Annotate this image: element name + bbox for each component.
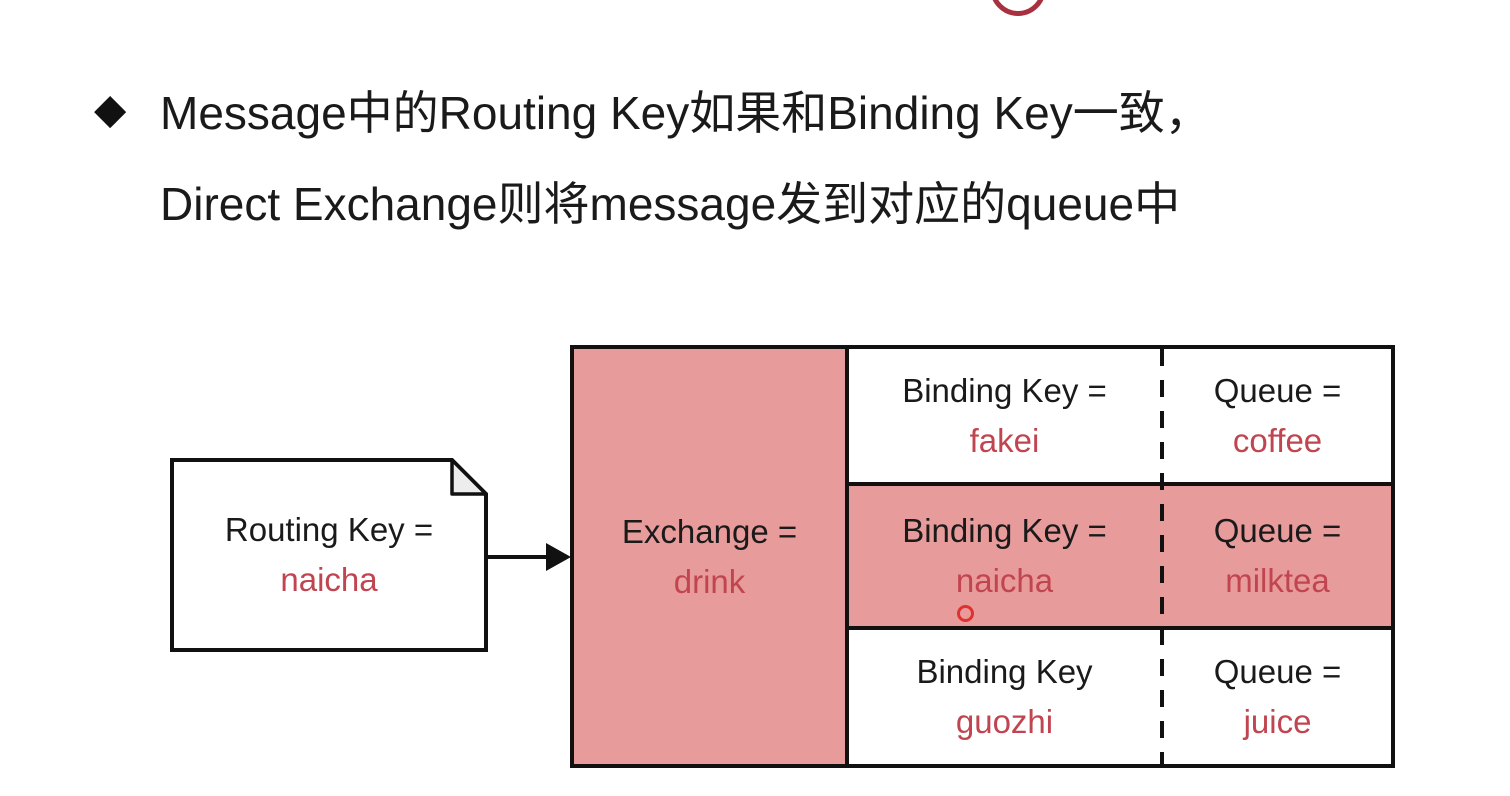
binding-label: Binding Key = xyxy=(902,371,1107,409)
binding-value: fakei xyxy=(969,421,1040,459)
queue-label: Queue = xyxy=(1213,653,1342,690)
binding-cell-row3: Binding Key guozhi xyxy=(849,630,1160,764)
queue-label: Queue = xyxy=(1213,512,1342,549)
binding-label: Binding Key = xyxy=(902,512,1107,549)
queue-value: milktea xyxy=(1225,562,1330,599)
heading-line-2: Direct Exchange则将message发到对应的queue中 xyxy=(160,178,1181,230)
red-pointer-dot xyxy=(957,605,974,622)
binding-cell-row1: Binding Key = fakei xyxy=(849,349,1160,482)
highlighted-row-background xyxy=(849,482,1391,630)
queue-value: juice xyxy=(1243,703,1312,740)
exchange-cell: Exchange = drink xyxy=(574,349,849,764)
exchange-label: Exchange = xyxy=(621,512,798,550)
heading-line-1: Message中的Routing Key如果和Binding Key一致， xyxy=(160,87,1211,139)
routing-table: Exchange = drink Binding Key = fakei Que… xyxy=(570,345,1395,768)
arrow-head xyxy=(546,543,571,571)
routing-key-value: naicha xyxy=(280,561,378,598)
routing-key-note: Routing Key = naicha xyxy=(172,460,486,650)
binding-value: naicha xyxy=(955,562,1054,599)
routing-key-label: Routing Key = xyxy=(224,511,434,548)
queue-label: Queue = xyxy=(1213,371,1342,409)
binding-label: Binding Key xyxy=(916,653,1093,690)
queue-cell-row1: Queue = coffee xyxy=(1164,349,1391,482)
binding-value: guozhi xyxy=(955,703,1054,740)
queue-value: coffee xyxy=(1232,421,1323,459)
bullet-diamond-icon: ◆ xyxy=(94,85,127,132)
binding-cell-row2: Binding Key = naicha xyxy=(849,482,1160,630)
queue-cell-row2: Queue = milktea xyxy=(1164,482,1391,630)
dashed-column-divider xyxy=(1160,349,1164,764)
heading: Message中的Routing Key如果和Binding Key一致， Di… xyxy=(160,68,1211,250)
queue-cell-row3: Queue = juice xyxy=(1164,630,1391,764)
red-annotation-arc xyxy=(990,0,1046,16)
exchange-value: drink xyxy=(673,562,746,600)
